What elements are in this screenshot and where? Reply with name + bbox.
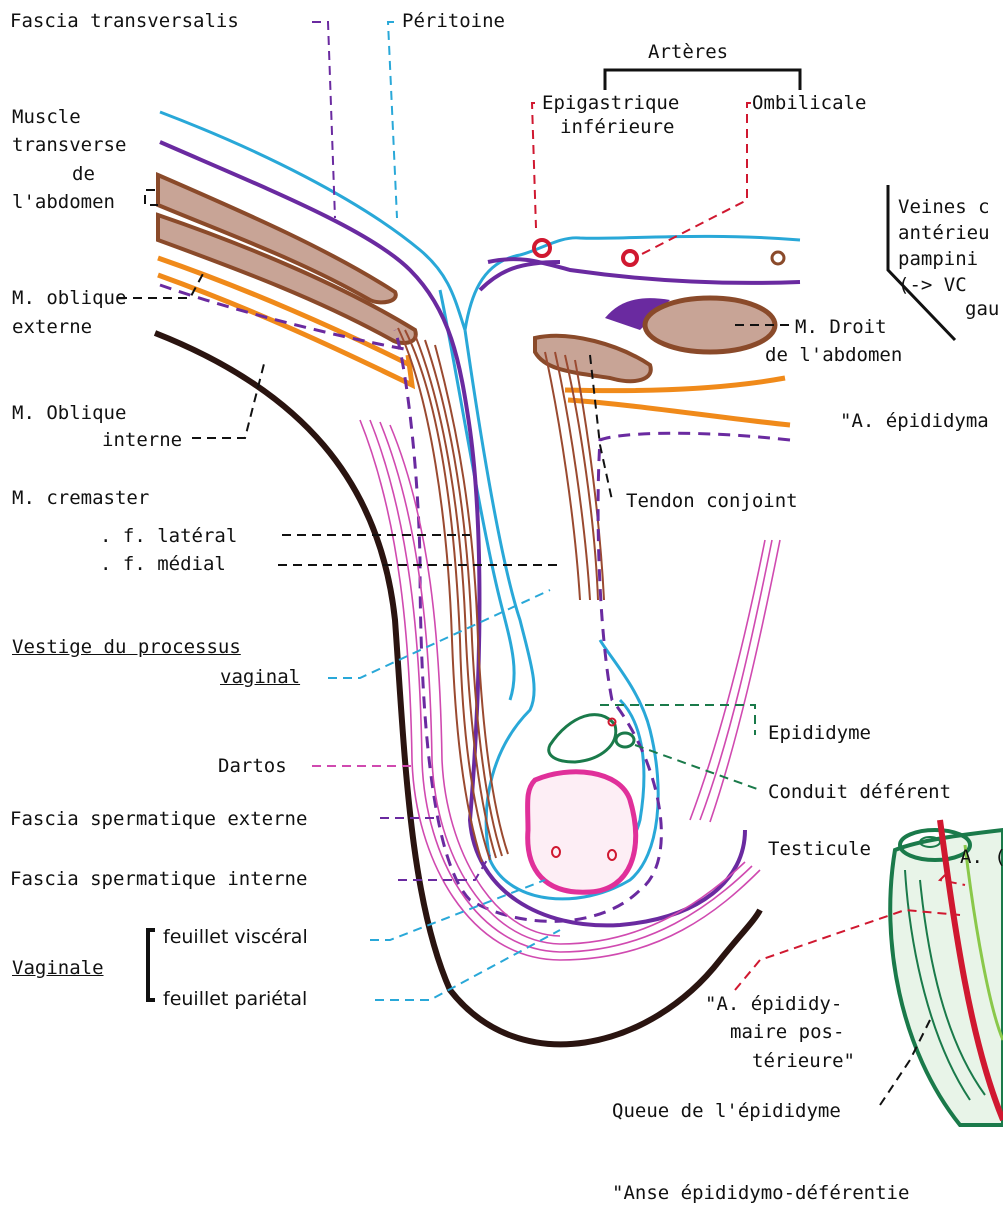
- label-dartos: Dartos: [218, 755, 287, 777]
- label-m-oblique-externe-1: M. oblique: [12, 287, 126, 309]
- label-epigastrique-1: Epigastrique: [542, 92, 679, 114]
- label-m-oblique-interne-2: interne: [102, 429, 182, 451]
- label-anse: "Anse épididymo-déférentie: [612, 1182, 909, 1204]
- label-veines-3: pampini: [898, 248, 978, 270]
- label-veines-1: Veines c: [898, 196, 990, 218]
- label-conduit-deferent: Conduit déférent: [768, 781, 951, 803]
- epididymis: [549, 715, 634, 762]
- label-a-epid-post-2: maire pos-: [730, 1021, 844, 1043]
- label-vestige-1: Vestige du processus: [12, 636, 241, 658]
- label-peritoine: Péritoine: [402, 10, 505, 32]
- label-m-oblique-externe-2: externe: [12, 316, 92, 338]
- label-epigastrique-2: inférieure: [560, 116, 674, 138]
- transverse-muscle: [158, 175, 416, 343]
- label-fascia-spermatique-externe: Fascia spermatique externe: [10, 808, 307, 830]
- label-muscle-transverse-4: l'abdomen: [12, 191, 115, 213]
- label-feuillet-parietal: feuillet pariétal: [163, 988, 307, 1010]
- label-vestige-2: vaginal: [220, 666, 300, 688]
- testis: [528, 772, 636, 892]
- label-f-medial: . f. médial: [100, 553, 226, 575]
- label-fascia-transversalis: Fascia transversalis: [10, 10, 239, 32]
- label-arteres: Artères: [648, 41, 728, 63]
- label-muscle-transverse-1: Muscle: [12, 106, 81, 128]
- label-vaginale: Vaginale: [12, 957, 104, 979]
- label-muscle-transverse-2: transverse: [12, 134, 126, 156]
- label-m-droit-1: M. Droit: [795, 316, 887, 338]
- label-veines-4: (-> VC: [898, 274, 967, 296]
- arteries-bracket: [605, 70, 800, 90]
- label-feuillet-visceral: feuillet viscéral: [163, 926, 308, 948]
- label-a-epid-post-3: térieure": [752, 1050, 855, 1072]
- label-fascia-spermatique-interne: Fascia spermatique interne: [10, 868, 307, 890]
- label-epididyme: Epididyme: [768, 722, 871, 744]
- small-vessel: [772, 252, 784, 264]
- label-tendon-conjoint: Tendon conjoint: [626, 490, 798, 512]
- label-a-epididymaire-ant: "A. épididyma: [840, 410, 989, 432]
- label-f-lateral: . f. latéral: [100, 525, 237, 547]
- cremaster-lateral: [398, 328, 508, 862]
- label-m-droit-2: de l'abdomen: [765, 344, 902, 366]
- label-veines-5: gau: [965, 298, 999, 320]
- umbilical-artery: [623, 251, 637, 265]
- label-muscle-transverse-3: de: [72, 163, 95, 185]
- label-a-right: A. (: [960, 846, 1003, 868]
- vaginale-bracket: [148, 930, 155, 1000]
- label-a-epid-post-1: "A. épididy-: [705, 993, 842, 1015]
- label-m-cremaster: M. cremaster: [12, 487, 149, 509]
- label-m-oblique-interne-1: M. Oblique: [12, 402, 126, 424]
- label-veines-2: antérieu: [898, 222, 990, 244]
- label-queue-epididyme: Queue de l'épididyme: [612, 1100, 841, 1122]
- label-testicule: Testicule: [768, 838, 871, 860]
- label-ombilicale: Ombilicale: [752, 92, 866, 114]
